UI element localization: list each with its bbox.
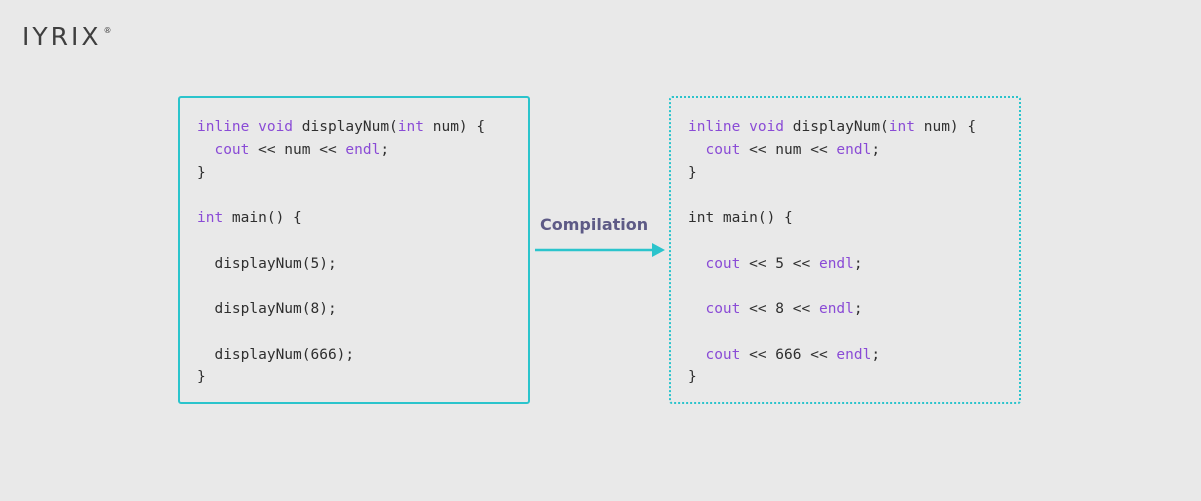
- code-text: }: [197, 164, 206, 181]
- code-line: cout << 5 << endl;: [688, 253, 1019, 276]
- code-keyword: cout: [214, 141, 250, 158]
- code-line: displayNum(666);: [197, 344, 528, 367]
- code-line: cout << 666 << endl;: [688, 344, 1019, 367]
- code-text: [197, 142, 214, 158]
- code-text: ;: [871, 141, 881, 158]
- code-line: [688, 321, 1019, 344]
- code-line: [197, 321, 528, 344]
- code-line: inline void displayNum(int num) {: [688, 116, 1019, 139]
- code-keyword: inline void: [688, 119, 785, 135]
- compiled-code-block: inline void displayNum(int num) { cout <…: [688, 116, 1019, 389]
- code-text: << num <<: [740, 141, 837, 158]
- brand-logo-text: IYRIX: [22, 22, 102, 51]
- source-code-panel: inline void displayNum(int num) { cout <…: [178, 96, 530, 404]
- code-text: [688, 142, 705, 158]
- code-line: inline void displayNum(int num) {: [197, 116, 528, 139]
- code-text: displayNum(5);: [197, 255, 337, 272]
- code-line: [197, 184, 528, 207]
- code-keyword: cout: [705, 255, 741, 272]
- code-line: }: [688, 162, 1019, 185]
- code-text: main() {: [223, 210, 302, 226]
- code-keyword: int: [197, 210, 224, 226]
- code-text: displayNum(8);: [197, 301, 337, 317]
- code-text: [688, 347, 705, 363]
- compiled-code-panel: inline void displayNum(int num) { cout <…: [669, 96, 1021, 404]
- code-text: ;: [380, 141, 390, 158]
- code-keyword: endl: [345, 141, 381, 158]
- code-text: << 5 <<: [740, 255, 819, 272]
- code-line: int main() {: [197, 207, 528, 230]
- code-line: cout << 8 << endl;: [688, 298, 1019, 321]
- code-keyword: endl: [818, 301, 854, 317]
- code-line: [688, 275, 1019, 298]
- code-line: }: [197, 162, 528, 185]
- code-line: cout << num << endl;: [688, 139, 1019, 162]
- code-text: int main() {: [688, 210, 793, 226]
- code-keyword: endl: [836, 346, 872, 363]
- code-text: << 8 <<: [740, 301, 819, 317]
- code-text: }: [197, 369, 206, 386]
- code-line: int main() {: [688, 207, 1019, 230]
- source-code-block: inline void displayNum(int num) { cout <…: [197, 116, 528, 389]
- code-text: displayNum(666);: [197, 346, 355, 363]
- code-line: displayNum(5);: [197, 253, 528, 276]
- code-keyword: cout: [705, 141, 741, 158]
- code-line: [197, 230, 528, 253]
- code-text: ;: [853, 301, 863, 317]
- compilation-label: Compilation: [540, 215, 649, 234]
- code-text: }: [688, 164, 697, 181]
- compilation-arrow-icon: [535, 243, 665, 257]
- code-text: << 666 <<: [740, 346, 837, 363]
- code-line: [688, 184, 1019, 207]
- code-text: ;: [853, 255, 863, 272]
- code-line: cout << num << endl;: [197, 139, 528, 162]
- code-line: [688, 230, 1019, 253]
- code-text: ;: [871, 346, 881, 363]
- code-keyword: endl: [818, 255, 854, 272]
- code-keyword: int: [888, 119, 915, 135]
- code-text: [688, 301, 705, 317]
- code-line: }: [688, 366, 1019, 389]
- code-keyword: endl: [836, 141, 872, 158]
- code-keyword: cout: [705, 346, 741, 363]
- code-text: num) {: [424, 119, 486, 135]
- code-line: }: [197, 366, 528, 389]
- code-text: num) {: [915, 119, 977, 135]
- code-line: displayNum(8);: [197, 298, 528, 321]
- brand-logo: IYRIX®: [22, 22, 112, 51]
- code-keyword: cout: [705, 301, 741, 317]
- registered-mark: ®: [103, 26, 112, 35]
- code-keyword: inline void: [197, 119, 294, 135]
- code-text: << num <<: [249, 141, 346, 158]
- code-text: displayNum(: [784, 119, 889, 135]
- code-text: }: [688, 369, 697, 386]
- code-keyword: int: [397, 119, 424, 135]
- code-line: [197, 275, 528, 298]
- code-text: displayNum(: [293, 119, 398, 135]
- code-text: [688, 256, 705, 272]
